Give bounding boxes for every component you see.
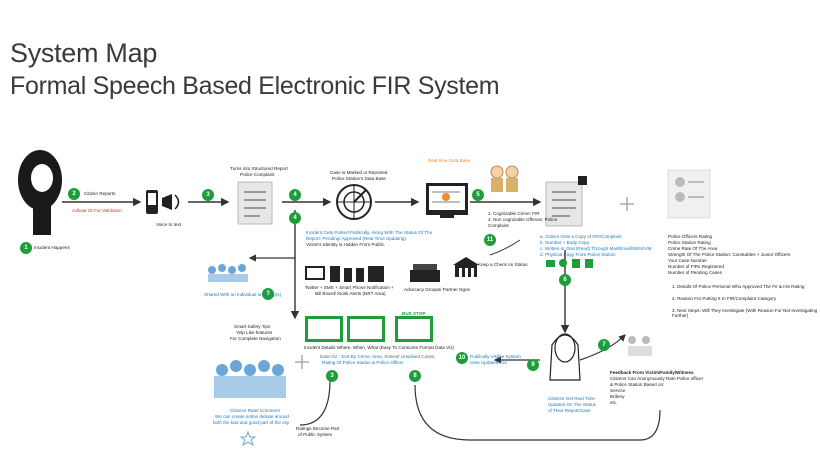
label-case-db-1: Case is Marked or Reported [330, 170, 388, 175]
phone-icon [146, 190, 180, 214]
label-citizen-copy-d: d. Physical Copy From Police Station [540, 252, 616, 257]
police-officers-icon [490, 165, 519, 192]
label-dataviz-2: Rating Of Police Station & Police Office… [322, 360, 404, 365]
label-aadhaar: Adhaar ID For Validation [72, 208, 122, 213]
label-realtime-updates-1: Citizens Get Real Time [548, 396, 595, 401]
label-identity-hidden: Victim's Identity is Hidden From Public. [306, 242, 386, 247]
label-notifications-1: Twitter + SMS + Smart Phone Notification… [305, 285, 394, 290]
step-badge-3: 3 [202, 189, 214, 201]
group-people-icon [208, 264, 248, 282]
radar-icon [336, 184, 372, 220]
step-badge-7: 7 [598, 339, 610, 351]
label-cognizable-3: Complaint [488, 223, 509, 228]
page-subtitle: Formal Speech Based Electronic FIR Syste… [10, 72, 500, 100]
step-badge-3b: 3 [262, 288, 274, 300]
dataviz-screens-icon [305, 316, 433, 342]
step-badge-10: 10 [456, 352, 468, 364]
label-incident-detail: Incident Details Where, When, What (Easy… [304, 345, 454, 350]
label-publicly-visible-1: Publically Visible System [470, 354, 521, 359]
label-structured-report-2: Police Complaint [240, 172, 275, 177]
label-shared: Shared With an Individual or Group(s) [204, 292, 282, 297]
label-bus-stop: BUS STOP [402, 311, 426, 316]
label-officer-2: Police Station Rating [668, 240, 711, 245]
report-document-icon [237, 181, 273, 225]
label-notifications-2: Bill Board/ Kiosk Alerts (NRT Area) [315, 291, 386, 296]
label-feedback-3: & Police Station Based on: [610, 382, 665, 387]
label-structured-report-1: Turns into Structured Report [230, 166, 288, 171]
label-incident: Incident Happens [34, 245, 70, 250]
label-citizen-rate-2: We can create online debate around [215, 414, 289, 419]
label-citizen-rate-1: Citizens Rate/ Comment [230, 408, 280, 413]
label-officer-1: Police Officers Rating [668, 234, 713, 239]
plus-icon [620, 197, 634, 211]
label-feedback-5: Bribery [610, 394, 625, 399]
plus-icon-2 [295, 355, 309, 369]
label-feedback-4: Service [610, 388, 626, 393]
label-citizen-reports: Citizen Reports [84, 191, 116, 196]
delivery-channels-icon [546, 259, 593, 268]
police-station-icon [453, 257, 479, 277]
label-advocacy: Advocacy Groups/ Partner Ngos [404, 287, 470, 292]
label-real-time-db: Real time Data Base [428, 158, 471, 163]
step-badge-11: 11 [484, 234, 496, 246]
label-citizen-copy-a: a. Citizen Gets a Copy of FIR/Complaint [540, 234, 622, 239]
label-citizen-copy-b: b. Number + Body Copy [540, 240, 590, 245]
label-officer-4: Strength Of The Police Station: Constabl… [668, 252, 791, 257]
label-feedback-1: Feedback From Victim/Family/Witness [610, 370, 694, 375]
step-badge-9: 9 [527, 359, 539, 371]
label-case-db-2: Police Station's Data Base [332, 176, 386, 181]
citizens-group-icon [214, 360, 286, 398]
label-feedback-6: etc. [610, 400, 618, 405]
label-ratings-2: of Public System [298, 432, 333, 437]
label-safety-tips-2: Yelp Like features [236, 330, 273, 335]
label-detail-3: 3. Next Steps: Will They Investigate (Wi… [672, 308, 818, 319]
star-rating-icon [239, 430, 257, 447]
label-detail-2: 2. Reason For Putting It In FIR/Complain… [672, 296, 777, 301]
label-officer-3: Crime Rate Of The Area [668, 246, 718, 251]
label-public-status-2: Report: Pending/ Approved (Real Time Upd… [306, 236, 408, 241]
label-citizen-rate-3: both the bad and good part of the city [213, 420, 290, 425]
fir-document-icon [545, 176, 587, 227]
page-title: System Map [10, 38, 158, 68]
label-officer-6: Number of FIRs Registered [668, 264, 724, 269]
advocacy-building-icon [410, 264, 440, 282]
label-publicly-visible-2: Gets Updated Too [470, 360, 507, 365]
label-safety-tips-3: For Complete Navigation [230, 336, 281, 341]
label-check-status: Keep a Check on Status [478, 262, 528, 267]
step-badge-8: 8 [409, 370, 421, 382]
citizen-woman-icon [549, 333, 581, 381]
step-badge-3c: 3 [326, 370, 338, 382]
label-officer-5: Your Case Number [668, 258, 707, 263]
step-badge-4: 4 [289, 189, 301, 201]
step-badge-5: 5 [472, 189, 484, 201]
label-safety-tips-1: Smart Safety Tips [234, 324, 271, 329]
victim-figure-icon [18, 150, 62, 235]
label-ratings-1: Ratings Become Part [296, 426, 340, 431]
label-realtime-updates-2: Updates On The Status [548, 402, 596, 407]
label-voice-to-text: Voice to text [156, 222, 182, 227]
label-feedback-2: Citizens Can Anonymously Rate Police off… [610, 376, 704, 381]
step-badge-1: 1 [20, 242, 32, 254]
officer-profile-card-icon [667, 169, 711, 219]
label-cognizable-1: 1. Cognizable Crime: FIR [488, 211, 540, 216]
label-realtime-updates-3: of Their Report/Case [548, 408, 591, 413]
loop-line-8 [414, 384, 661, 441]
label-public-status-1: Incident Gets Posted Publically, Along W… [306, 230, 433, 235]
notification-devices-icon [305, 266, 384, 282]
step-badge-2: 2 [68, 188, 80, 200]
label-dataviz-1: Data Viz : Sort By Crime, Area, Solved/ … [320, 354, 436, 359]
label-officer-7: Number of Pending Cases [668, 270, 722, 275]
database-monitor-icon [426, 183, 468, 218]
step-badge-6: 6 [559, 274, 571, 286]
label-citizen-copy-c: c. Written or Oral (Read) Through Mail/E… [540, 246, 652, 251]
feedback-people-icon [628, 336, 652, 356]
step-badge-4b: 4 [289, 212, 301, 224]
label-cognizable-2: 2. Non cognizable Offense: Police [488, 217, 558, 222]
loop-line-3 [299, 379, 331, 426]
label-detail-1: 1. Details Of Police Personal Who Approv… [672, 284, 805, 289]
arrow-check-status [489, 239, 521, 256]
